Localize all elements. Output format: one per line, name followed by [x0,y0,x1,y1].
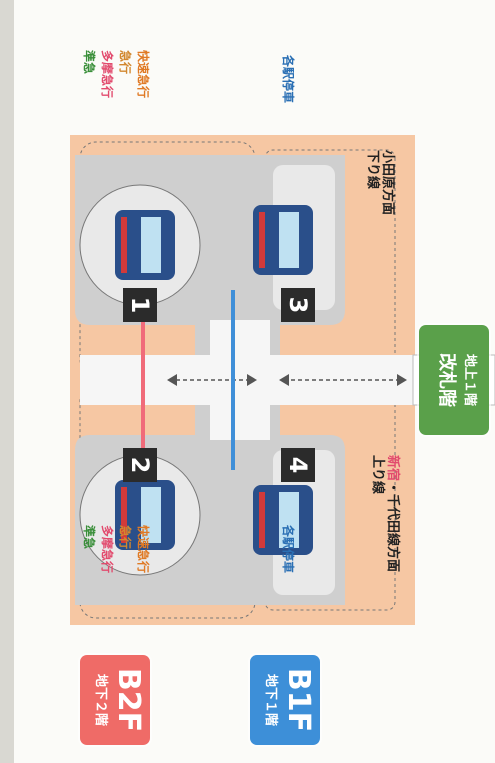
services-right-b2: 快速急行 急行 多摩急行 準急 [82,525,150,573]
down-direction: 小田原方面 [380,150,395,216]
b1f-badge: B1F 地下１階 [250,655,320,745]
services-left-b2: 快速急行 急行 多摩急行 準急 [82,50,150,98]
b2f-code: B2F [111,667,146,733]
service-local-right: 各駅停車 [281,525,295,574]
ground-floor-badge: 地上１階 改札階 [419,325,489,435]
train-b2-right [115,480,175,550]
ground-floor-label: 地上１階 [462,353,477,406]
up-line: 上り線 [370,455,385,495]
b1f-code: B1F [281,667,316,733]
service-rapid-express-right: 快速急行 [136,525,150,574]
b2f-name: 地下２階 [93,673,108,726]
ticket-gate-label: 改札階 [436,353,457,407]
b2f-badge: B2F 地下２階 [80,655,150,745]
service-tama-express-left: 多摩急行 [100,50,114,99]
b1f-name: 地下１階 [263,673,278,726]
down-line: 下り線 [365,150,380,190]
service-express-right: 急行 [118,525,132,550]
service-express-left: 急行 [118,50,132,75]
arrow-b2-head-bottom [167,374,177,386]
arrow-b1-head-bottom [279,374,289,386]
train-b1-left [253,205,313,275]
track-number-1: 1 [123,288,157,322]
up-direction: 新宿・千代田線方面 [385,455,400,572]
track-number-4: 4 [281,448,315,482]
service-semi-express-right: 準急 [82,525,96,550]
up-direction-rest: ・千代田線方面 [385,481,400,573]
service-tama-express-right: 多摩急行 [100,525,114,574]
arrow-b2-head-top [247,374,257,386]
track-number-3: 3 [281,288,315,322]
service-rapid-express-left: 快速急行 [136,50,150,99]
service-semi-express-left: 準急 [82,50,96,75]
down-line-label: 小田原方面 下り線 [365,150,395,215]
up-line-label: 新宿・千代田線方面 上り線 [370,455,400,572]
train-b2-left [115,210,175,280]
page-edge [0,0,14,763]
service-local-left: 各駅停車 [281,55,295,104]
train-b1-right [253,485,313,555]
up-direction-prefix: 新宿 [385,455,400,482]
arrow-b1-head-top [397,374,407,386]
track-number-2: 2 [123,448,157,482]
